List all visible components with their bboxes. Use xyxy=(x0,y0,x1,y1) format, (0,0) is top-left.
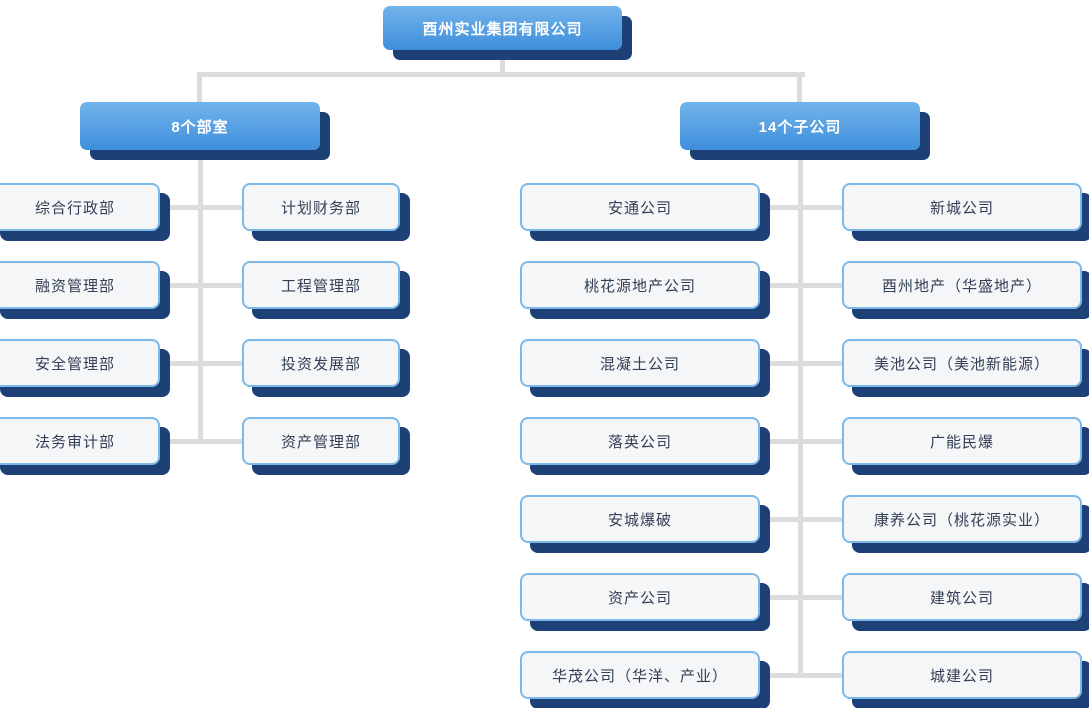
org-node-subsidiary: 新城公司 xyxy=(842,183,1082,231)
connector-line xyxy=(797,72,802,102)
org-node-subsidiary-label: 康养公司（桃花源实业） xyxy=(873,511,1050,529)
org-node-dept: 工程管理部 xyxy=(242,261,400,309)
org-node-subsidiary-label: 城建公司 xyxy=(929,667,994,685)
org-node-subsidiary-label: 桃花源地产公司 xyxy=(583,277,696,295)
connector-line xyxy=(760,673,842,678)
org-node-subsidiary-label: 资产公司 xyxy=(607,589,672,607)
org-node-subsidiary: 资产公司 xyxy=(520,573,760,621)
org-node-subsidiary: 酉州地产（华盛地产） xyxy=(842,261,1082,309)
org-node-dept-label: 工程管理部 xyxy=(280,277,361,295)
org-node-dept: 融资管理部 xyxy=(0,261,160,309)
org-node-subsidiary-label: 混凝土公司 xyxy=(599,355,680,373)
connector-line xyxy=(500,50,505,74)
org-node-dept-label: 法务审计部 xyxy=(34,433,115,451)
org-node-subsidiary: 安通公司 xyxy=(520,183,760,231)
org-node-subsidiary: 康养公司（桃花源实业） xyxy=(842,495,1082,543)
org-node-dept: 投资发展部 xyxy=(242,339,400,387)
org-node-subsidiary-label: 落英公司 xyxy=(607,433,672,451)
connector-line xyxy=(760,439,842,444)
org-node-dept-label: 融资管理部 xyxy=(34,277,115,295)
org-node-dept: 计划财务部 xyxy=(242,183,400,231)
org-node-subsidiary: 城建公司 xyxy=(842,651,1082,699)
org-node-dept: 综合行政部 xyxy=(0,183,160,231)
connector-line xyxy=(197,72,202,102)
org-node-subsidiary-label: 美池公司（美池新能源） xyxy=(873,355,1050,373)
org-node-dept: 安全管理部 xyxy=(0,339,160,387)
connector-line xyxy=(160,361,242,366)
org-node-subsidiary: 落英公司 xyxy=(520,417,760,465)
org-node-dept-label: 投资发展部 xyxy=(280,355,361,373)
org-node-subsidiary-label: 新城公司 xyxy=(929,199,994,217)
org-node-subsidiary: 美池公司（美池新能源） xyxy=(842,339,1082,387)
org-node-subsidiary: 华茂公司（华洋、产业） xyxy=(520,651,760,699)
org-node-subsidiary: 混凝土公司 xyxy=(520,339,760,387)
connector-line xyxy=(160,439,242,444)
org-node-dept-label: 综合行政部 xyxy=(34,199,115,217)
org-node-subsidiary-label: 酉州地产（华盛地产） xyxy=(881,277,1042,295)
branch-header-subsidiaries: 14个子公司 xyxy=(680,102,920,150)
org-node-subsidiary-label: 安通公司 xyxy=(607,199,672,217)
connector-line xyxy=(160,283,242,288)
org-node-subsidiary: 桃花源地产公司 xyxy=(520,261,760,309)
org-node-dept-label: 计划财务部 xyxy=(280,199,361,217)
connector-line xyxy=(198,150,203,444)
org-node-subsidiary-label: 华茂公司（华洋、产业） xyxy=(551,667,728,685)
org-node-subsidiary-label: 安城爆破 xyxy=(607,511,672,529)
branch-header-departments-label: 8个部室 xyxy=(171,118,229,136)
connector-line xyxy=(197,72,805,77)
root-node-label: 酉州实业集团有限公司 xyxy=(422,20,583,38)
branch-header-subsidiaries-label: 14个子公司 xyxy=(758,118,842,136)
org-node-subsidiary: 广能民爆 xyxy=(842,417,1082,465)
org-node-dept: 法务审计部 xyxy=(0,417,160,465)
connector-line xyxy=(160,205,242,210)
org-node-dept-label: 资产管理部 xyxy=(280,433,361,451)
org-node-subsidiary-label: 建筑公司 xyxy=(929,589,994,607)
connector-line xyxy=(760,283,842,288)
connector-line xyxy=(760,595,842,600)
org-node-dept: 资产管理部 xyxy=(242,417,400,465)
branch-header-departments: 8个部室 xyxy=(80,102,320,150)
root-node: 酉州实业集团有限公司 xyxy=(383,6,622,50)
org-node-dept-label: 安全管理部 xyxy=(34,355,115,373)
org-node-subsidiary: 建筑公司 xyxy=(842,573,1082,621)
org-node-subsidiary-label: 广能民爆 xyxy=(929,433,994,451)
connector-line xyxy=(798,150,803,678)
org-node-subsidiary: 安城爆破 xyxy=(520,495,760,543)
connector-line xyxy=(760,205,842,210)
connector-line xyxy=(760,517,842,522)
connector-line xyxy=(760,361,842,366)
